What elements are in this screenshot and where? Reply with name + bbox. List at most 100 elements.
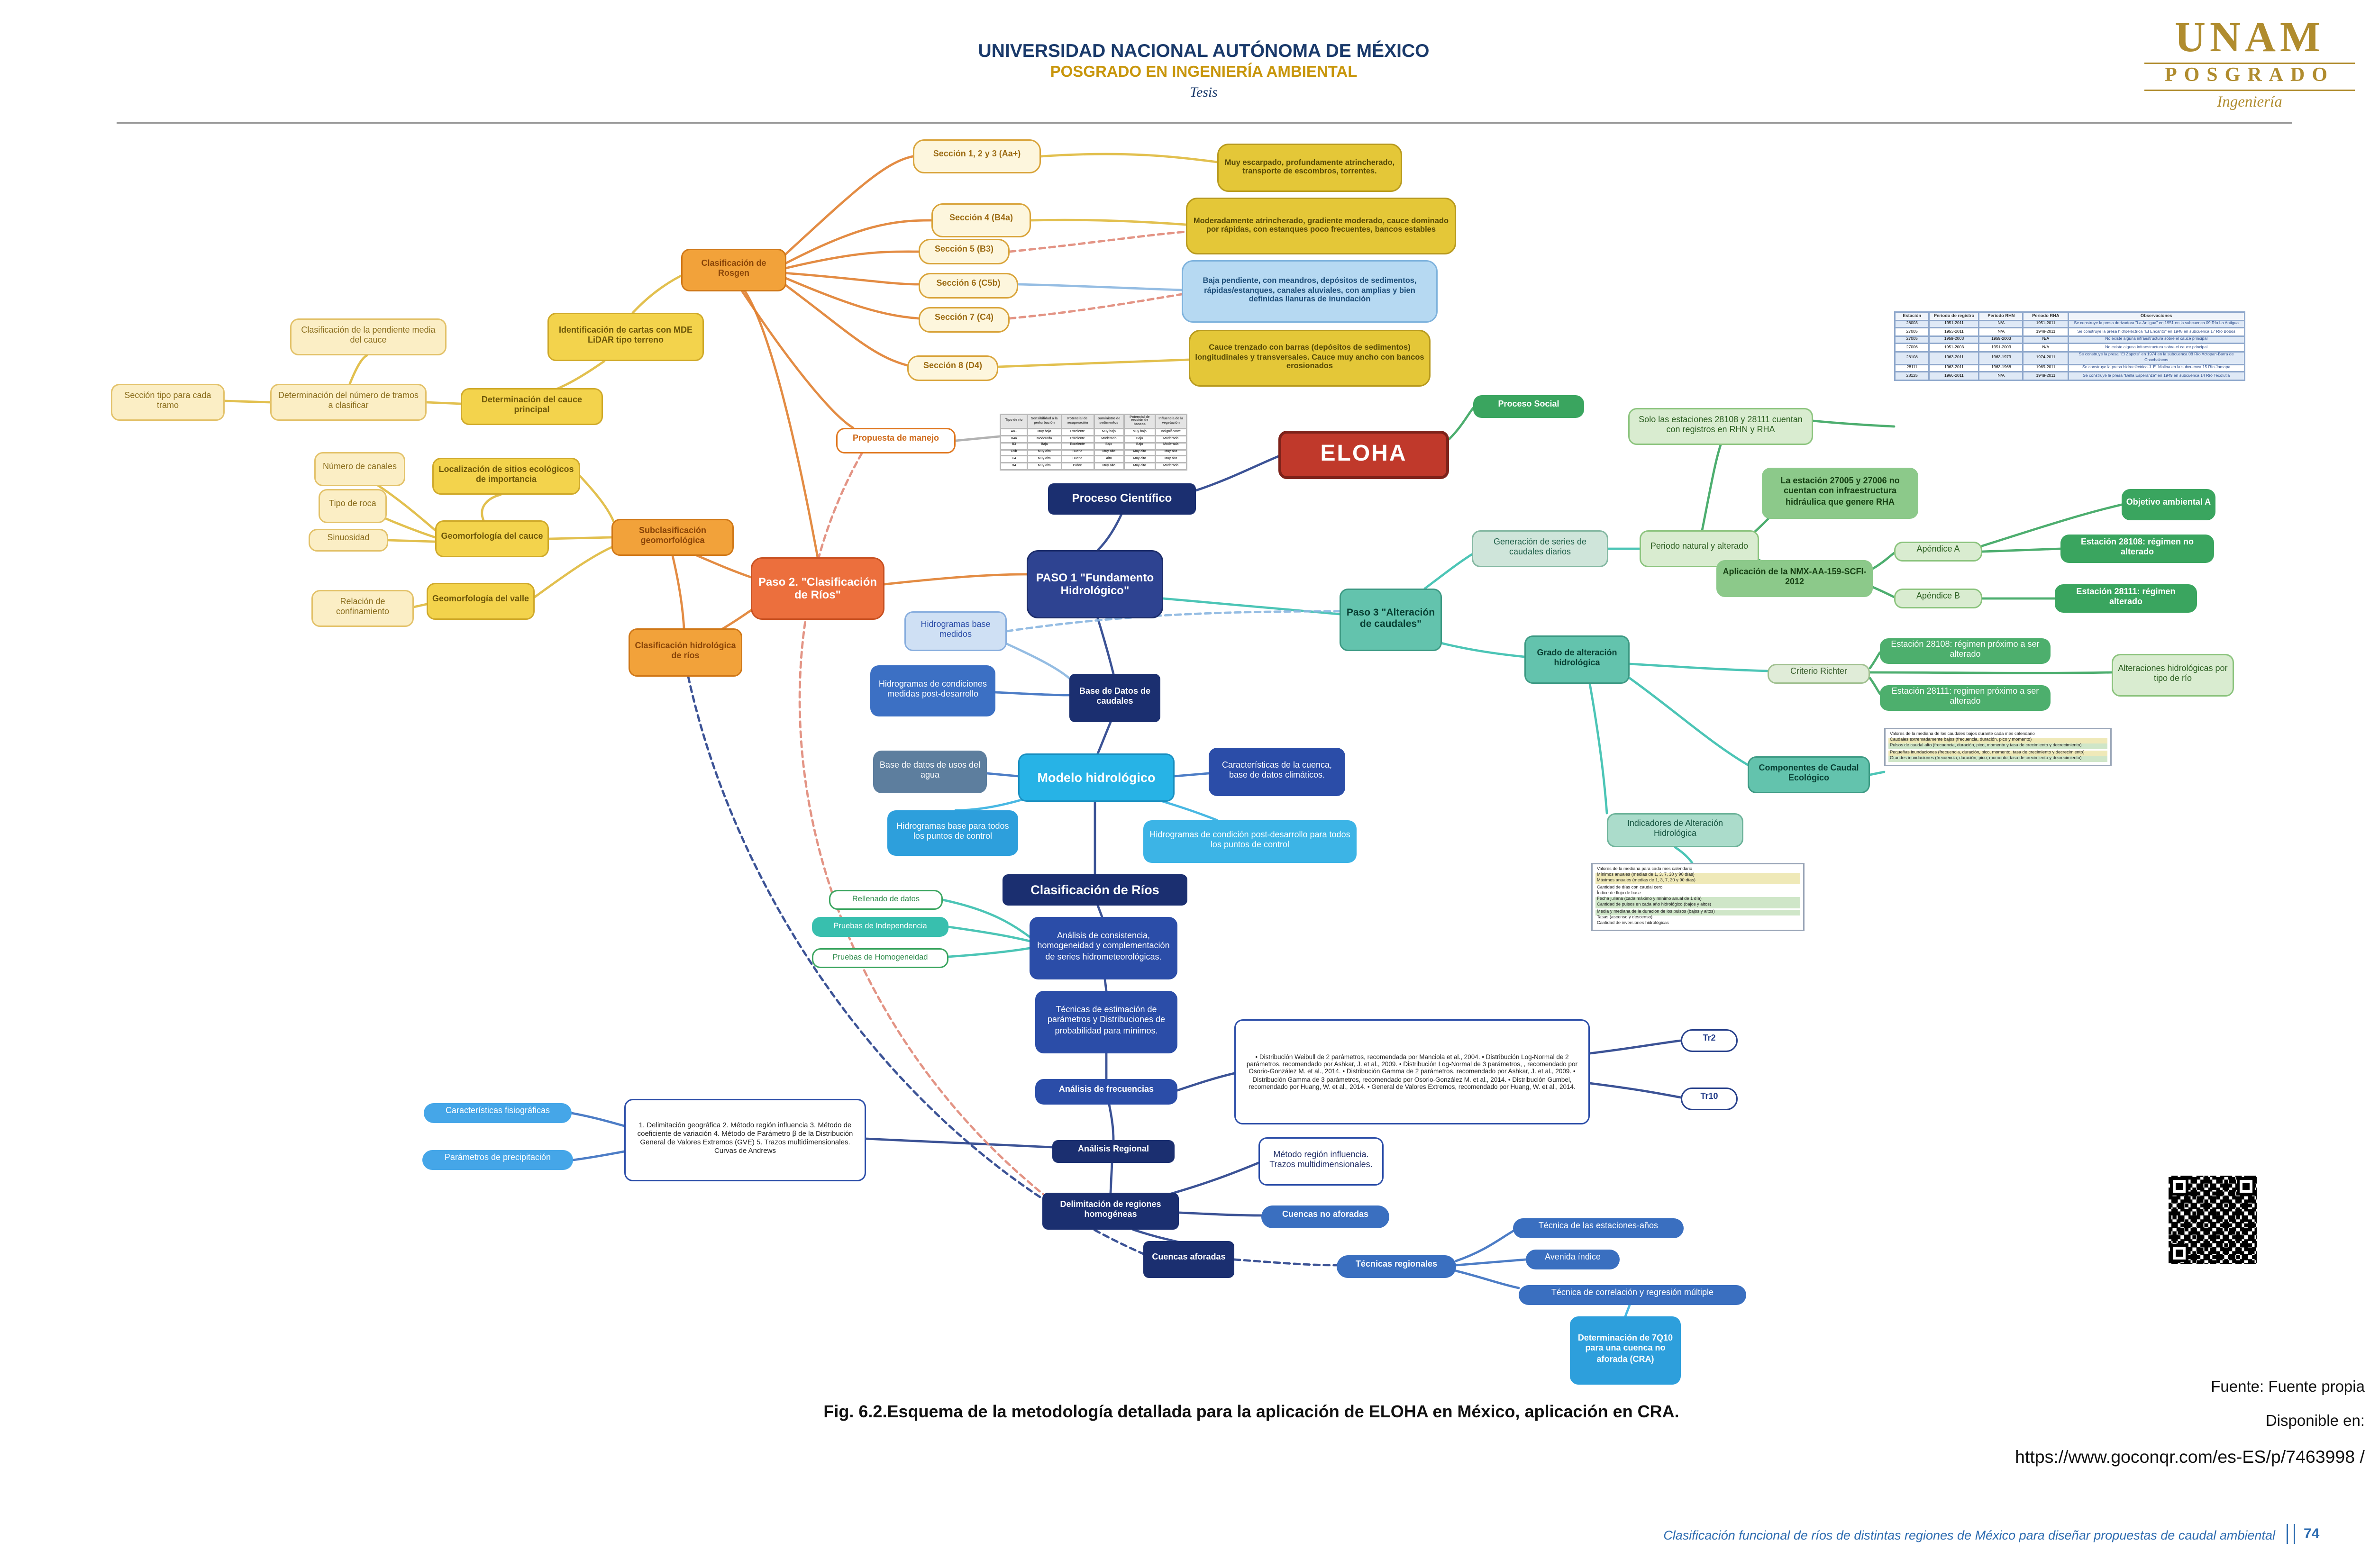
- node-descripcion-d: Cauce trenzado con barras (depósitos de …: [1189, 330, 1431, 387]
- node-seccion-6: Sección 6 (C5b): [919, 273, 1018, 299]
- node-paso-3: Paso 3 "Alteración de caudales": [1340, 589, 1442, 651]
- iha-indicator-line: Cantidad de días con caudal cero: [1597, 883, 1663, 889]
- source-url-link[interactable]: https://www.goconqr.com/es-ES/p/7463998 …: [2015, 1447, 2365, 1467]
- iha-indicator-line: Fecha juliana (cada máximo y mínimo anua…: [1595, 896, 1800, 903]
- node-tecnica-correlacion: Técnica de correlación y regresión múlti…: [1519, 1285, 1746, 1305]
- node-modelo-hidrologico: Modelo hidrológico: [1018, 753, 1175, 802]
- footer-divider-bars: [2287, 1524, 2295, 1544]
- iha-indicator-line: Índice de flujo de base: [1597, 889, 1641, 896]
- node-periodo-natural-alterado: Periodo natural y alterado: [1640, 530, 1759, 567]
- iha-components-box: Valores de la mediana de los caudales ba…: [1884, 728, 2112, 766]
- node-analisis-regional: Análisis Regional: [1052, 1140, 1175, 1163]
- node-apendice-b: Apéndice B: [1894, 589, 1982, 608]
- node-eloha: ELOHA: [1278, 431, 1449, 479]
- node-seccion-tipo-tramo: Sección tipo para cada tramo: [111, 384, 225, 421]
- footer-running-title: Clasificación funcional de ríos de disti…: [1663, 1528, 2275, 1542]
- node-hidrogramas-base-medidos: Hidrogramas base medidos: [904, 611, 1007, 651]
- node-indicadores-alteracion: Indicadores de Alteración Hidrológica: [1607, 813, 1743, 847]
- node-objetivo-ambiental-a: Objetivo ambiental A: [2122, 489, 2215, 520]
- node-hidrogramas-condicion-puntos: Hidrogramas de condición post-desarrollo…: [1143, 820, 1357, 863]
- node-aplicacion-nmx: Aplicación de la NMX-AA-159-SCFI-2012: [1716, 560, 1873, 597]
- node-base-datos-caudales: Base de Datos de caudales: [1069, 674, 1160, 722]
- node-tipo-roca: Tipo de roca: [319, 489, 387, 523]
- node-hidrogramas-condiciones-medidas: Hidrogramas de condiciones medidas post-…: [870, 665, 995, 716]
- node-geomorfologia-cauce: Geomorfología del cauce: [435, 520, 549, 557]
- node-pruebas-homogeneidad: Pruebas de Homogeneidad: [812, 948, 948, 968]
- node-descripcion-aa: Muy escarpado, profundamente atrincherad…: [1217, 144, 1402, 192]
- iha-indicator-line: Cantidad de pulsos en cada año hidrológi…: [1595, 902, 1800, 909]
- iha-indicator-line: Máximos anuales (medias de 1, 3, 7, 30 y…: [1595, 878, 1800, 885]
- station-periods-table: Estación Período de registro Período RHN…: [1894, 311, 2246, 381]
- col-periodo-registro: Período de registro: [1928, 311, 1980, 321]
- table-header-row: Estación Período de registro Período RHN…: [1894, 311, 2246, 321]
- node-generacion-series: Generación de series de caudales diarios: [1472, 530, 1608, 567]
- rosgen-management-table: Tipo de río Sensibilidad a la perturbaci…: [1000, 413, 1188, 471]
- posgrado-logo-text: POSGRADO: [2144, 63, 2355, 91]
- node-tecnica-estaciones-anios: Técnica de las estaciones-años: [1513, 1218, 1684, 1238]
- node-clasificacion-pendiente: Clasificación de la pendiente media del …: [290, 318, 447, 355]
- node-delimitacion-regiones: Delimitación de regiones homogéneas: [1042, 1193, 1179, 1230]
- node-paso-1: PASO 1 "Fundamento Hidrológico": [1027, 550, 1163, 618]
- qr-code: [2166, 1173, 2260, 1267]
- node-cuencas-aforadas: Cuencas aforadas: [1143, 1241, 1234, 1278]
- iha-indicator-line: Media y mediana de la duración de los pu…: [1595, 908, 1800, 915]
- node-seccion-8: Sección 8 (D4): [907, 355, 998, 381]
- iha-indicator-line: Tasas (ascenso y descenso): [1597, 914, 1653, 920]
- node-paso-2: Paso 2. "Clasificación de Ríos": [751, 557, 884, 620]
- node-alteraciones-tipo-rio: Alteraciones hidrológicas por tipo de rí…: [2112, 654, 2234, 697]
- node-clasificacion-rosgen: Clasificación de Rosgen: [681, 249, 786, 291]
- iha-component-line: Grandes inundaciones (frecuencia, duraci…: [1888, 755, 2107, 762]
- unam-logo: UNAM POSGRADO Ingeniería: [2130, 17, 2369, 111]
- col-observaciones: Observaciones: [2067, 311, 2246, 321]
- node-cuencas-no-aforadas: Cuencas no aforadas: [1261, 1205, 1389, 1228]
- ingenieria-logo-text: Ingeniería: [2217, 94, 2282, 111]
- node-grado-alteracion: Grado de alteración hidrológica: [1524, 635, 1630, 684]
- node-distribuciones-probabilidad: • Distribución Weibull de 2 parámetros, …: [1234, 1019, 1590, 1124]
- node-proceso-social: Proceso Social: [1473, 395, 1584, 418]
- node-caracteristicas-cuenca: Características de la cuenca, base de da…: [1209, 748, 1345, 796]
- node-determinacion-tramos: Determinación del número de tramos a cla…: [270, 384, 427, 421]
- node-criterio-richter: Criterio Richter: [1768, 664, 1870, 684]
- unam-logo-text: UNAM: [2175, 14, 2324, 61]
- iha-indicators-box: Valores de la mediana para cada mes cale…: [1591, 863, 1805, 931]
- node-tr2: Tr2: [1681, 1029, 1738, 1052]
- node-subclasificacion-geomorfologica: Subclasificación geomorfológica: [611, 519, 734, 556]
- node-estacion-28111-alterado: Estación 28111: régimen alterado: [2055, 584, 2197, 613]
- node-hidrogramas-base-puntos: Hidrogramas base para todos los puntos d…: [887, 810, 1018, 856]
- node-relacion-confinamiento: Relación de confinamiento: [311, 590, 414, 627]
- node-parametros-precipitacion: Parámetros de precipitación: [422, 1150, 573, 1170]
- qr-finder-pattern: [2170, 1244, 2188, 1262]
- node-metodo-region-influencia: Método región influencia. Trazos multidi…: [1258, 1137, 1384, 1186]
- iha-component-line: Caudales extremadamente bajos (frecuenci…: [1888, 737, 2107, 743]
- page-subtitle: Tesis: [1190, 85, 1218, 101]
- qr-finder-pattern: [2170, 1177, 2188, 1196]
- node-descripcion-b: Moderadamente atrincherado, gradiente mo…: [1186, 198, 1456, 254]
- node-base-datos-usos-agua: Base de datos de usos del agua: [873, 751, 987, 793]
- table-header-row: Tipo de río Sensibilidad a la perturbaci…: [1000, 413, 1188, 430]
- node-estacion-28108-no-alterado: Estación 28108: régimen no alterado: [2060, 535, 2214, 563]
- node-estacion-28108-proximo: Estación 28108: régimen próximo a ser al…: [1880, 638, 2051, 664]
- iha-component-line: Pulsos de caudal alto (frecuencia, durac…: [1888, 743, 2107, 750]
- node-apendice-a: Apéndice A: [1894, 542, 1982, 562]
- iha-indicator-line: Cantidad de inversiones hidrológicas: [1597, 920, 1669, 926]
- node-caracteristicas-fisiograficas: Características fisiográficas: [424, 1103, 572, 1123]
- node-rellenado-datos: Rellenado de datos: [829, 890, 943, 910]
- node-determinacion-7q10: Determinación de 7Q10 para una cuenca no…: [1570, 1316, 1681, 1385]
- node-analisis-consistencia: Análisis de consistencia, homogeneidad y…: [1030, 917, 1177, 979]
- node-tecnicas-regionales: Técnicas regionales: [1337, 1255, 1456, 1278]
- node-numero-canales: Número de canales: [314, 452, 405, 486]
- node-identificacion-cartas: Identificación de cartas con MDE LiDAR t…: [547, 313, 704, 361]
- node-determinacion-cauce-principal: Determinación del cauce principal: [461, 388, 603, 425]
- iha-component-line: Valores de la mediana de los caudales ba…: [1890, 730, 2035, 736]
